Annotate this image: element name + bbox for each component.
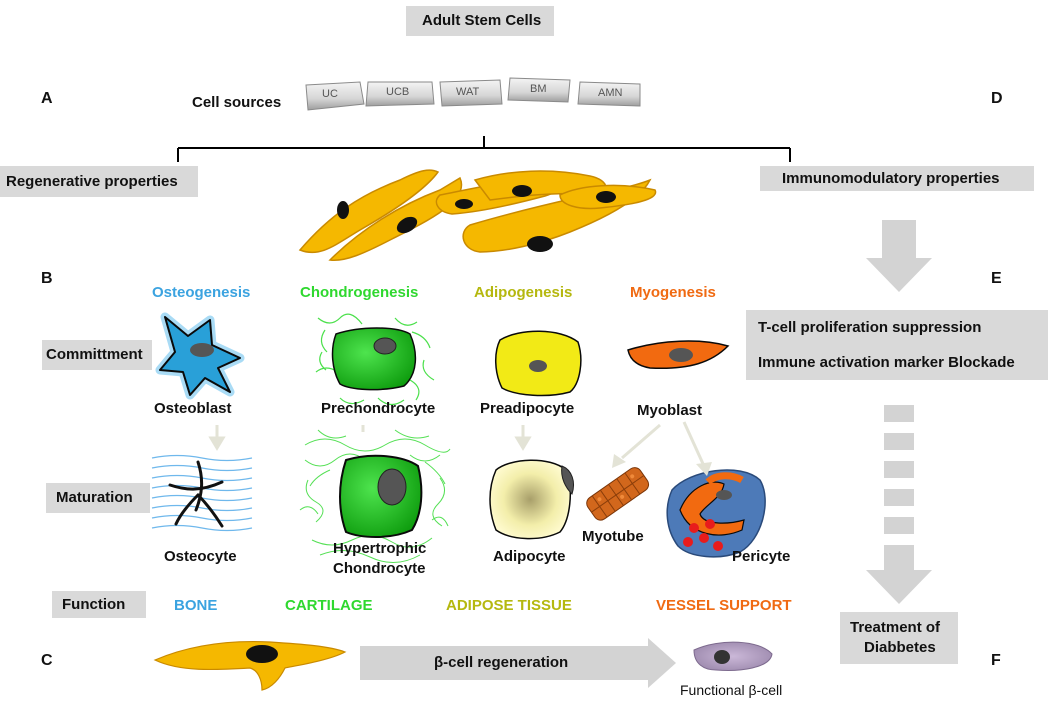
chip-label-ucb: UCB — [386, 86, 410, 98]
bottom-stem-cell — [153, 641, 347, 691]
commitment-stage-label: Committment — [46, 346, 143, 363]
preadipocyte-cell — [495, 330, 582, 397]
chip-amn — [577, 81, 641, 107]
cell-sources-label: Cell sources — [192, 94, 282, 111]
pericyte-label: Pericyte — [732, 548, 791, 565]
lineage-osteogenesis: Osteogenesis — [152, 284, 251, 301]
maturation-stage-box: Maturation — [46, 483, 150, 513]
panel-letter-e: E — [991, 270, 1002, 287]
chip-label-bm: BM — [530, 83, 547, 95]
chip-label-wat: WAT — [456, 86, 480, 98]
functional-beta-cell — [693, 641, 773, 671]
function-stage-box: Function — [52, 591, 146, 618]
function-bone: BONE — [174, 597, 218, 614]
chip-wat — [439, 79, 503, 107]
panel-letter-a: A — [41, 90, 53, 107]
cell-source-chips — [305, 77, 641, 111]
stem-cell-nuclei — [337, 185, 616, 252]
immunomodulation-arrow — [866, 220, 932, 292]
chip-label-uc: UC — [322, 88, 338, 100]
treatment-dashed-arrow — [866, 405, 932, 604]
pericyte-cell — [666, 469, 766, 558]
title-box: Adult Stem Cells — [406, 6, 554, 36]
osteoblast-cell — [155, 312, 245, 400]
differentiation-arrows — [208, 421, 712, 476]
source-bracket — [177, 136, 791, 162]
function-vessel-support: VESSEL SUPPORT — [656, 597, 792, 614]
treatment-line2: Diabbetes — [864, 639, 936, 656]
commitment-stage-box: Committment — [42, 340, 152, 370]
immunomodulatory-properties-label: Immunomodulatory properties — [782, 170, 1000, 187]
immunomodulatory-properties-box: Immunomodulatory properties — [760, 166, 1034, 191]
chip-label-amn: AMN — [598, 87, 623, 99]
adipocyte-label: Adipocyte — [493, 548, 566, 565]
functional-beta-cell-label: Functional β-cell — [680, 682, 783, 698]
panel-letter-d: D — [991, 90, 1003, 107]
lineage-myogenesis: Myogenesis — [630, 284, 716, 301]
immune-effects-box: T-cell proliferation suppression Immune … — [746, 310, 1048, 380]
stem-cell-cluster — [298, 169, 657, 262]
immune-effect-tcell: T-cell proliferation suppression — [758, 319, 982, 336]
adipocyte-cell — [489, 459, 575, 540]
panel-letter-c: C — [41, 652, 53, 669]
regenerative-properties-box: Regenerative properties — [0, 166, 198, 197]
lineage-adipogenesis: Adipogenesis — [474, 284, 573, 301]
prechondrocyte-label: Prechondrocyte — [321, 400, 436, 417]
hypertrophic-label: Hypertrophic — [333, 540, 427, 557]
panel-letter-b: B — [41, 270, 53, 287]
treatment-line1: Treatment of — [850, 619, 941, 636]
immune-effect-marker-blockade: Immune activation marker Blockade — [758, 354, 1015, 371]
lineage-chondrogenesis: Chondrogenesis — [300, 284, 419, 301]
myoblast-label: Myoblast — [637, 402, 703, 419]
osteocyte-label: Osteocyte — [164, 548, 237, 565]
osteoblast-label: Osteoblast — [154, 400, 232, 417]
function-adipose-tissue: ADIPOSE TISSUE — [446, 597, 572, 614]
beta-regeneration-arrow — [360, 638, 676, 688]
panel-letter-f: F — [991, 652, 1001, 669]
myoblast-cell — [627, 340, 730, 370]
chip-uc — [305, 81, 365, 111]
treatment-box: Treatment of Diabbetes — [840, 612, 958, 664]
maturation-stage-label: Maturation — [56, 489, 133, 506]
chondrocyte-label: Chondrocyte — [333, 560, 426, 577]
function-cartilage: CARTILAGE — [285, 597, 373, 614]
diagram-title: Adult Stem Cells — [422, 12, 542, 29]
chip-bm — [507, 77, 571, 103]
preadipocyte-label: Preadipocyte — [480, 400, 575, 417]
hypertrophic-chondrocyte-cell — [299, 429, 451, 563]
beta-regeneration-label: β-cell regeneration — [434, 654, 569, 671]
function-stage-label: Function — [62, 596, 126, 613]
chip-ucb — [365, 81, 435, 107]
regenerative-properties-label: Regenerative properties — [6, 173, 178, 190]
myotube-label: Myotube — [582, 528, 644, 545]
prechondrocyte-cell — [315, 313, 435, 406]
osteocyte-cell — [151, 454, 253, 532]
myotube-cell — [586, 467, 650, 521]
